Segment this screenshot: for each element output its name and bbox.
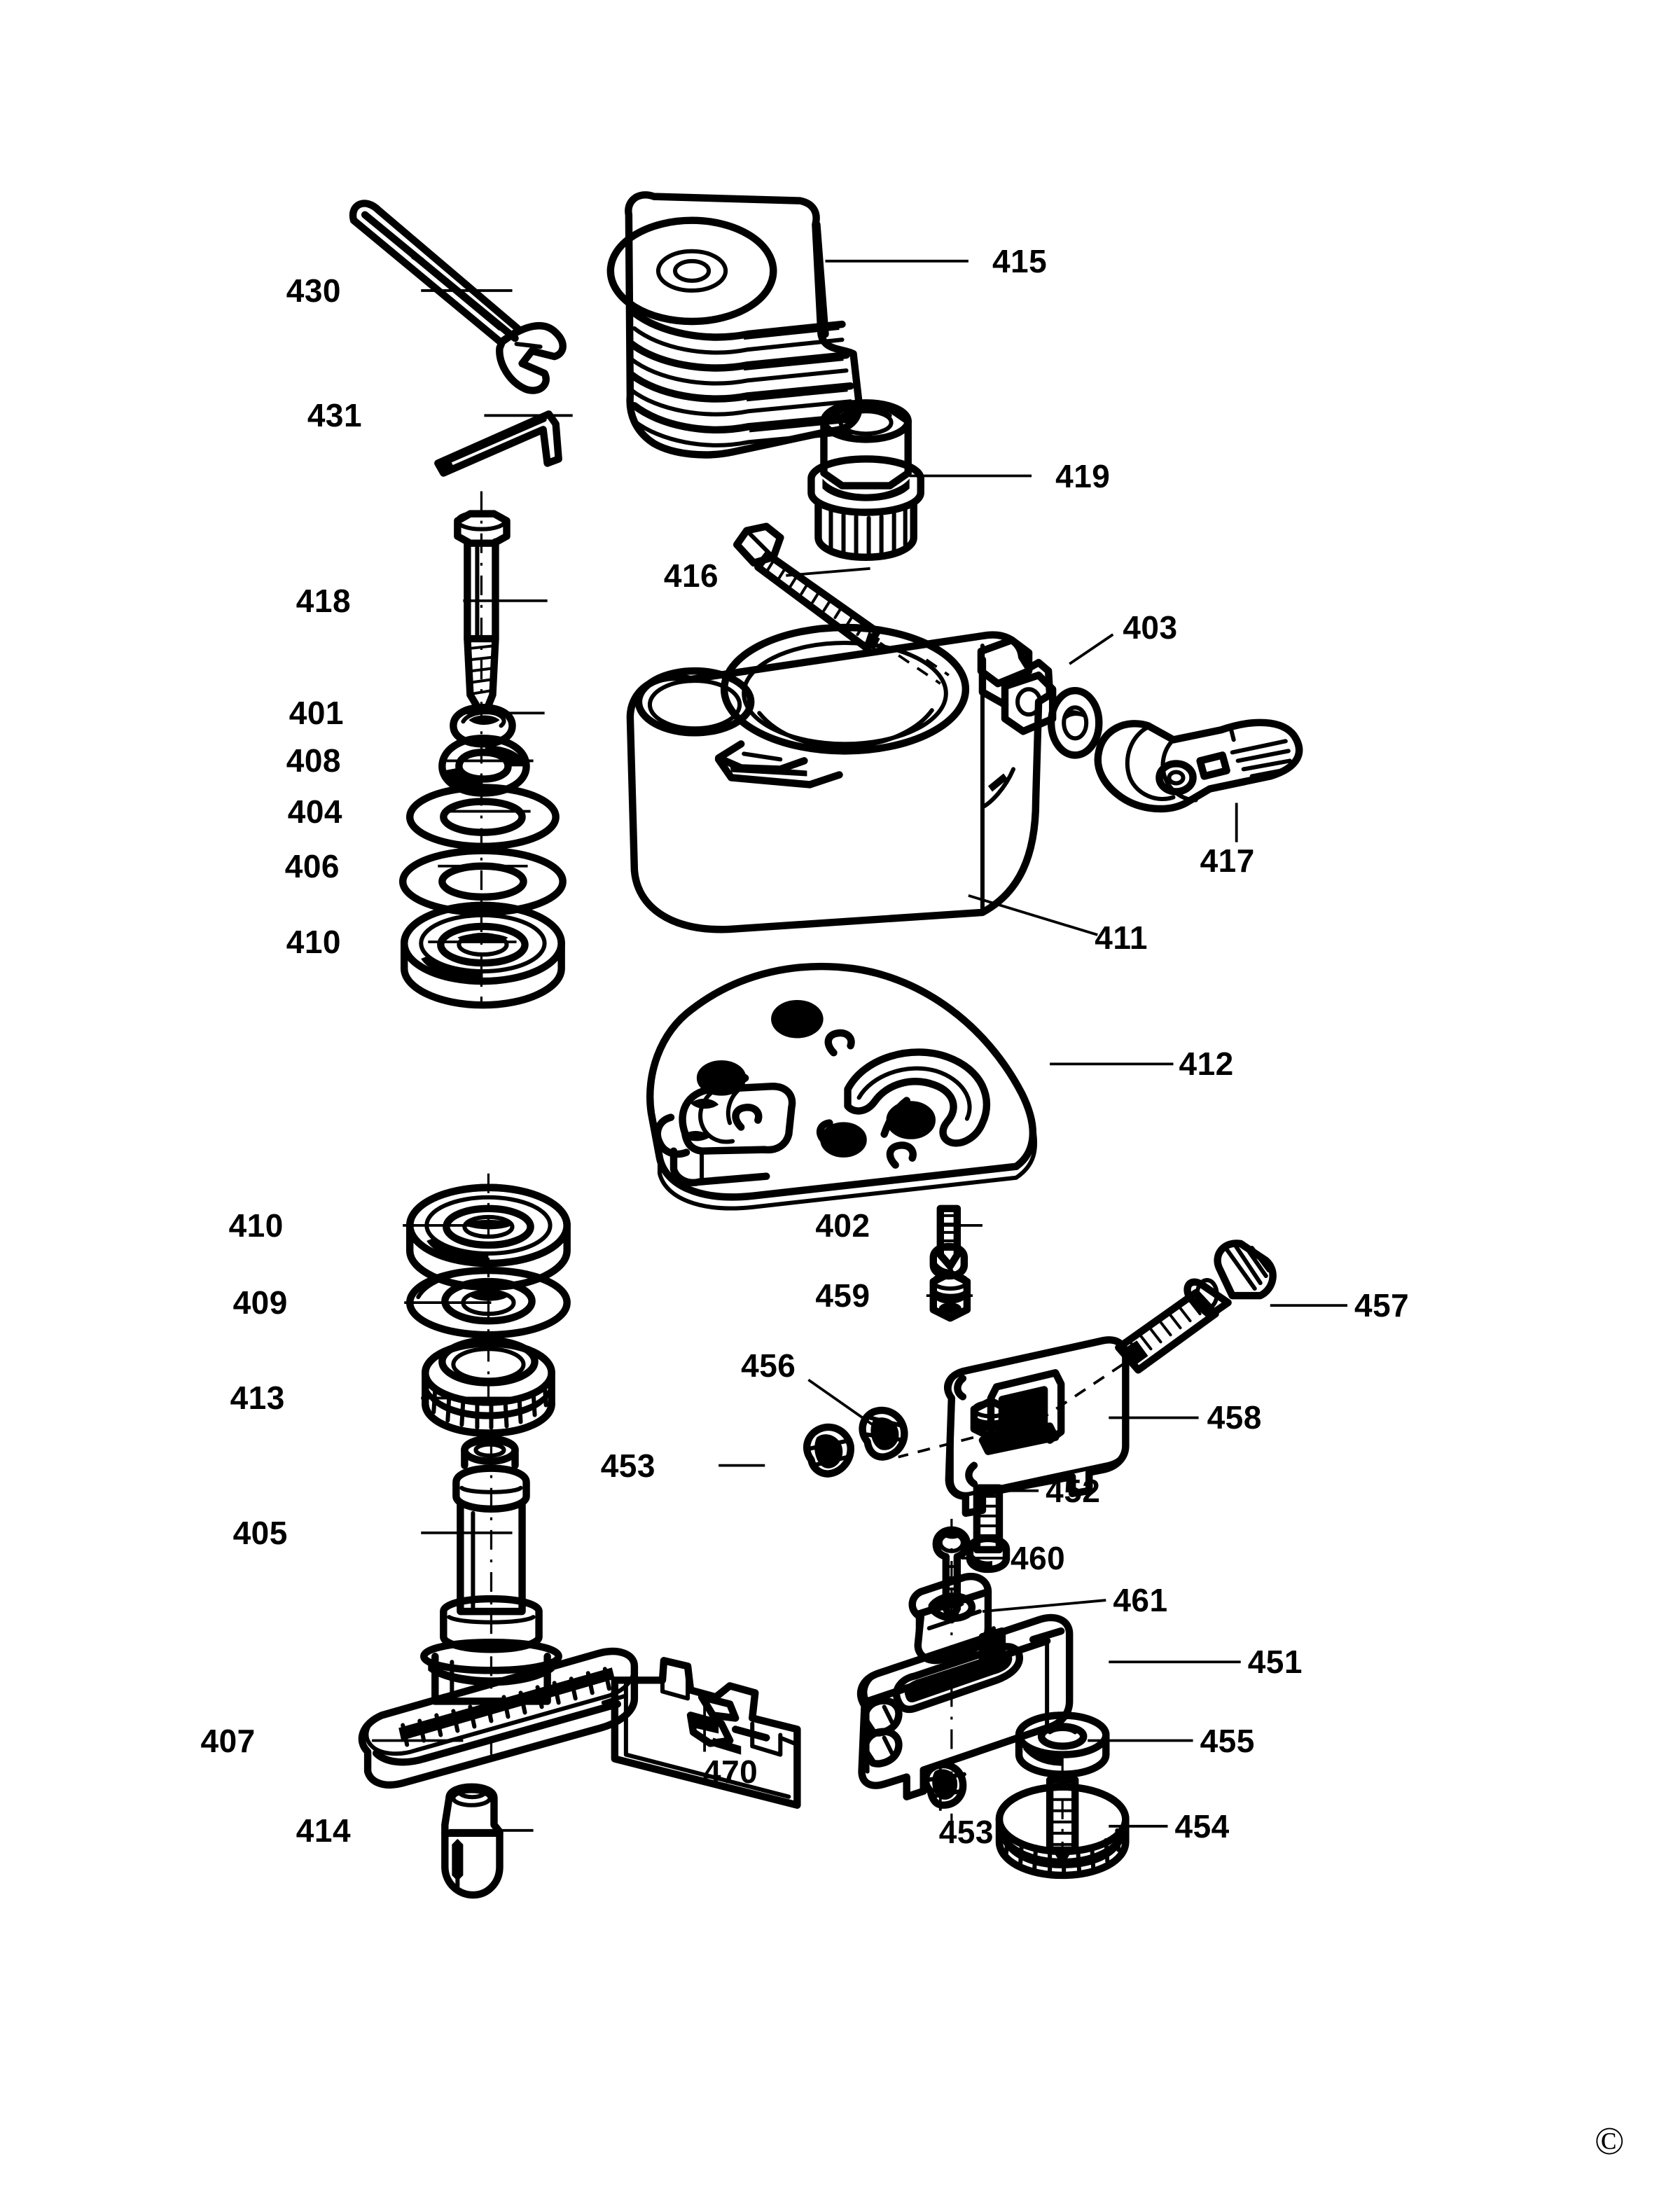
callout-408: 408 <box>286 742 341 779</box>
callout-451: 451 <box>1247 1644 1303 1681</box>
callout-403: 403 <box>1123 609 1178 646</box>
callout-404: 404 <box>287 793 343 830</box>
callout-453-upper: 453 <box>600 1447 655 1484</box>
part-454-thumb-screw <box>995 1776 1130 1880</box>
callout-431: 431 <box>307 397 363 434</box>
callout-405: 405 <box>232 1514 288 1551</box>
callout-410-lower: 410 <box>228 1207 284 1244</box>
part-406-flat-washer <box>398 847 567 917</box>
part-431-hex-key <box>434 410 562 477</box>
callout-407: 407 <box>200 1722 256 1759</box>
part-412-sub-base <box>646 962 1037 1211</box>
callout-406: 406 <box>284 847 340 884</box>
part-413-knurled-collar <box>422 1337 555 1437</box>
part-461-clamp-block <box>908 1573 992 1665</box>
part-411-main-housing <box>626 623 1057 933</box>
part-459-hex-nut <box>929 1269 971 1322</box>
part-410-bearing-upper <box>400 901 565 1009</box>
part-419-flange-nut <box>807 399 924 561</box>
part-416-hex-bolt <box>733 522 941 685</box>
part-453-star-washer-upper <box>803 1423 854 1478</box>
callout-452: 452 <box>1046 1472 1101 1509</box>
callout-411: 411 <box>1095 919 1148 956</box>
part-417-clamp-lever <box>1094 718 1303 813</box>
part-405-spindle <box>420 1435 562 1755</box>
part-415-guard-stack <box>606 191 863 459</box>
callout-413: 413 <box>230 1380 285 1417</box>
callout-402: 402 <box>815 1207 870 1244</box>
part-452-screw <box>966 1484 1011 1574</box>
callout-419: 419 <box>1055 457 1111 494</box>
callout-470: 470 <box>703 1753 758 1790</box>
part-456-star-washer <box>859 1406 908 1461</box>
part-404-flat-washer <box>406 784 560 850</box>
callout-457: 457 <box>1354 1287 1410 1324</box>
part-430-wrench <box>349 200 567 394</box>
part-470-dust-shield <box>611 1657 801 1809</box>
callout-456: 456 <box>741 1347 796 1384</box>
part-457-adjust-knob <box>1038 1240 1277 1422</box>
callout-430: 430 <box>286 272 341 309</box>
callout-401: 401 <box>289 695 345 732</box>
part-455-cupped-washer <box>1015 1711 1110 1853</box>
callout-414: 414 <box>296 1812 352 1849</box>
part-458-depth-bracket <box>898 1336 1130 1518</box>
callout-455: 455 <box>1200 1722 1255 1759</box>
callout-412: 412 <box>1179 1046 1234 1083</box>
callout-460: 460 <box>1011 1539 1066 1576</box>
part-410-bearing-lower <box>406 1173 571 1418</box>
callout-410-upper: 410 <box>286 923 341 960</box>
callout-417: 417 <box>1200 842 1255 879</box>
part-403-washer <box>1047 686 1103 759</box>
part-402-screw <box>929 1204 969 1280</box>
callout-459: 459 <box>815 1277 870 1314</box>
callout-409: 409 <box>232 1284 288 1321</box>
part-453-star-washer-lower <box>922 1761 967 1809</box>
callout-454: 454 <box>1174 1807 1230 1845</box>
callout-453-lower: 453 <box>938 1813 994 1850</box>
callout-461: 461 <box>1113 1582 1168 1619</box>
copyright-symbol: © <box>1595 2120 1625 2163</box>
part-414-guide-pin <box>441 1783 504 1899</box>
callout-458: 458 <box>1207 1399 1262 1436</box>
callout-416: 416 <box>663 557 719 594</box>
callout-418: 418 <box>296 582 352 619</box>
callout-415: 415 <box>992 242 1048 279</box>
part-409-thrust-washer <box>406 1266 571 1339</box>
part-451-guide-bar <box>856 1613 1074 1800</box>
